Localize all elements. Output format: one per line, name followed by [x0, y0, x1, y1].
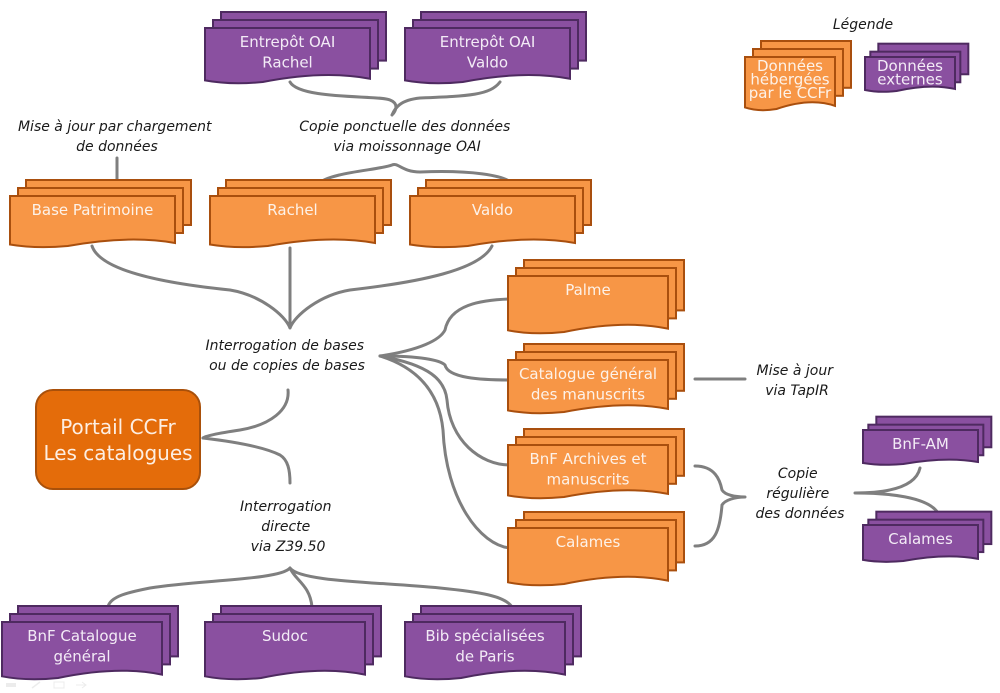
node-label-line: Palme [565, 281, 611, 299]
stack-page-front [404, 27, 571, 85]
node-label-line: Sudoc [262, 627, 308, 645]
node-label-line: Données [757, 57, 823, 75]
node-label-line: Base Patrimoine [32, 201, 154, 219]
connector-interrogation-to-bnf-archives [378, 354, 512, 467]
stack-page-front [209, 195, 376, 249]
node-label: Valdo [472, 201, 513, 219]
stack-page-front [9, 195, 176, 249]
node-label-line: Rachel [262, 53, 312, 71]
node-label-line: BnF-AM [892, 435, 949, 453]
label-interrogation-bases: Interrogation de bases ou de copies de b… [206, 338, 369, 374]
node-label-line: Entrepôt OAI [240, 33, 336, 51]
node-label: Catalogue général des manuscrits [519, 365, 657, 403]
node-label: Rachel [267, 201, 317, 219]
node-bnf-am-archives: BnF Archives et manuscrits [507, 428, 685, 500]
stack-page-front [862, 524, 979, 563]
node-cgm: Catalogue général des manuscrits [507, 343, 685, 415]
node-calames-external: Calames [862, 510, 993, 563]
label-maj-chargement: Mise à jour par chargement de données [18, 119, 216, 155]
node-label: Calames [888, 530, 953, 548]
node-base-patrimoine: Base Patrimoine [9, 179, 192, 249]
stack-page-front [204, 621, 366, 681]
node-label-line: général [53, 647, 110, 665]
connector-portal-to-z3950 [201, 436, 292, 485]
faint-toolbar-watermark [6, 681, 87, 689]
node-bnf-am: BnF-AM [862, 415, 993, 466]
node-label: BnF Archives et manuscrits [529, 450, 646, 488]
node-label-line: Entrepôt OAI [440, 33, 536, 51]
connector-interrogation-to-calames [378, 354, 512, 550]
stack-page-front [204, 27, 371, 85]
stack-page-front [507, 359, 669, 415]
stack-page-front [864, 56, 956, 93]
label-copie-ponctuelle: Copie ponctuelle des données via moisson… [299, 119, 514, 155]
node-label: Calames [556, 533, 621, 551]
node-rachel: Rachel [209, 179, 392, 249]
node-oai-rachel: Entrepôt OAI Rachel [204, 11, 387, 85]
node-label-line: externes [877, 71, 943, 89]
node-label-line: hébergées [750, 71, 829, 89]
connector-copie-reguliere-to-external [853, 466, 942, 520]
node-label-line: BnF Catalogue [27, 627, 137, 645]
stack-page-front [1, 621, 163, 681]
node-label-line: Calames [556, 533, 621, 551]
node-calames-hosted: Calames [507, 511, 685, 587]
connector-interrogation-to-cgm [378, 354, 512, 382]
node-label: BnF-AM [892, 435, 949, 453]
stack-page-front [404, 621, 566, 681]
connector-copie-to-rachel-valdo [316, 162, 515, 186]
node-label-line: par le CCFr [749, 84, 832, 102]
node-label: BnF Catalogue général [27, 627, 137, 665]
stack-page-front [744, 56, 836, 112]
node-label: Palme [565, 281, 611, 299]
label-interrogation-directe: Interrogation directe via Z39.50 [240, 499, 336, 555]
node-label-line: Rachel [267, 201, 317, 219]
label-copie-reguliere: Copie régulière des données [756, 466, 845, 522]
node-oai-valdo: Entrepôt OAI Valdo [404, 11, 587, 85]
connector-interrogation-to-palme [378, 297, 512, 358]
label-maj-tapir: Mise à jour via TapIR [757, 363, 838, 399]
stack-page-front [507, 527, 669, 587]
portal-title: Portail CCFr [60, 414, 176, 439]
node-sudoc: Sudoc [204, 605, 382, 681]
node-palme: Palme [507, 259, 685, 335]
node-label: Bib spécialisées de Paris [425, 627, 545, 665]
node-valdo: Valdo [409, 179, 592, 249]
node-bnf-catalogue: BnF Catalogue général [1, 605, 179, 681]
node-label: Base Patrimoine [32, 201, 154, 219]
connector-oai-to-copie [288, 80, 502, 117]
connector-z3950-to-bottom [106, 566, 514, 609]
node-label-line: Bib spécialisées [425, 627, 545, 645]
node-label-line: des manuscrits [531, 385, 645, 403]
node-label-line: Catalogue général [519, 365, 657, 383]
stack-page-front [507, 444, 669, 500]
portal-subtitle: Les catalogues [43, 440, 193, 465]
node-label-line: Calames [888, 530, 953, 548]
node-label-line: BnF Archives et [529, 450, 646, 468]
connector-hosted-to-copie-reguliere [693, 464, 747, 548]
connector-sources-to-interrogation [90, 244, 494, 330]
connector-interrogation-to-portal [201, 388, 290, 440]
connector-lines [90, 80, 942, 609]
stack-page-front [862, 429, 979, 466]
node-bib-paris: Bib spécialisées de Paris [404, 605, 582, 681]
node-label-line: Données [877, 57, 943, 75]
labels-layer: Légende Mise à jour par chargement de do… [18, 17, 893, 555]
node-label-line: manuscrits [547, 470, 630, 488]
node-label: Entrepôt OAI Valdo [440, 33, 536, 71]
node-label-line: Valdo [467, 53, 508, 71]
node-label-line: Valdo [472, 201, 513, 219]
node-label: Sudoc [262, 627, 308, 645]
legend-title: Légende [833, 17, 893, 33]
portal-ccfr-box: Portail CCFr Les catalogues [35, 389, 201, 490]
node-label: Entrepôt OAI Rachel [240, 33, 336, 71]
node-label-line: de Paris [455, 647, 514, 665]
stack-page-front [409, 195, 576, 249]
stack-page-front [507, 275, 669, 335]
